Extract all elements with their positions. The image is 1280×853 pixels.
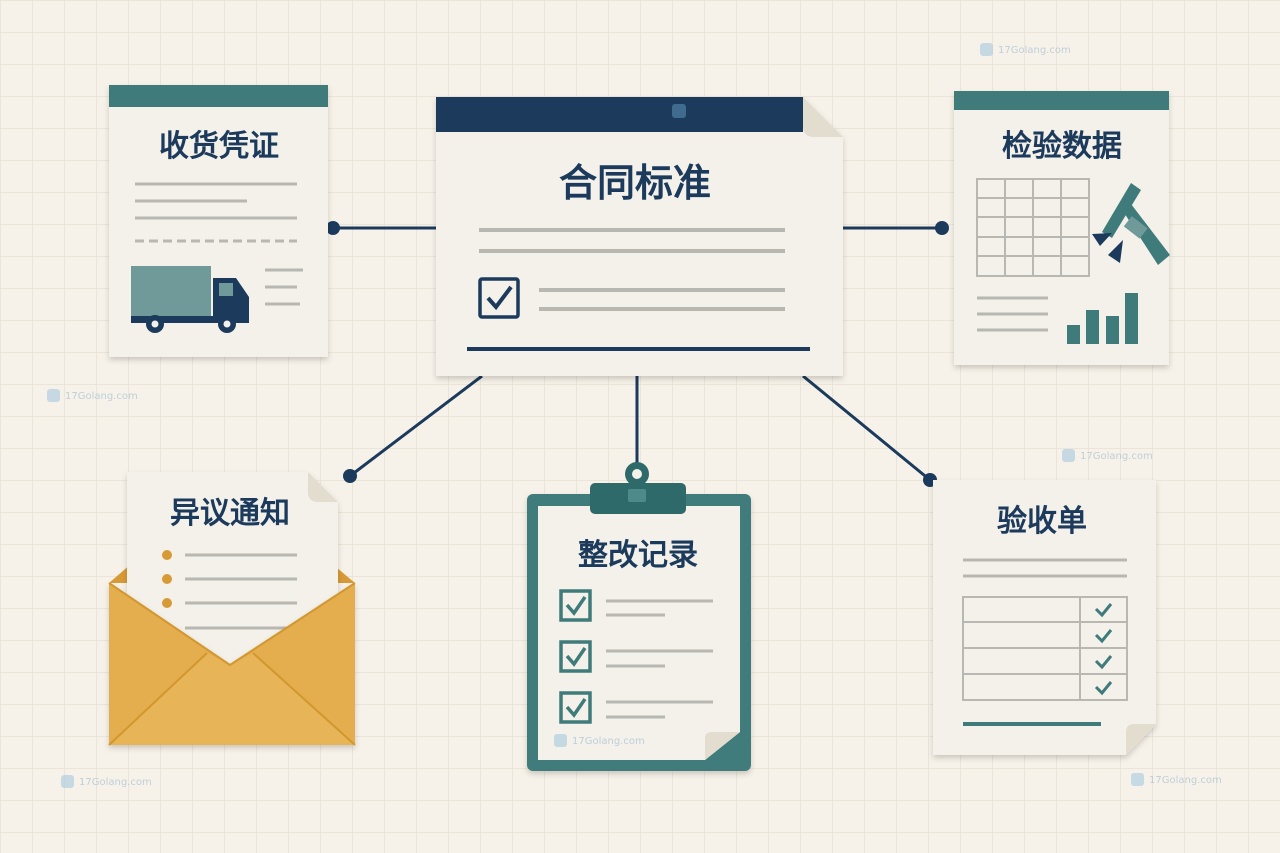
watermark-3: 17Golang.com — [1062, 449, 1153, 462]
caliper-icon — [1092, 183, 1170, 265]
node-inspection-data: 检验数据 — [954, 91, 1170, 365]
objection-letter — [127, 472, 338, 665]
watermark-5: 17Golang.com — [61, 775, 152, 788]
dot-objection — [343, 469, 357, 483]
node-receipt-voucher: 收货凭证 — [109, 85, 328, 357]
connector-dots — [326, 221, 949, 487]
watermarks: 17Golang.com 17Golang.com 17Golang.com 1… — [47, 43, 1222, 788]
truck-icon — [131, 266, 249, 333]
watermark-1: 17Golang.com — [980, 43, 1071, 56]
watermark-6: 17Golang.com — [1131, 773, 1222, 786]
connectors — [333, 226, 942, 482]
node-contract-standard: 合同标准 — [436, 97, 843, 376]
watermark-text-2: 17Golang.com — [65, 391, 138, 402]
center-card-title: 合同标准 — [559, 161, 711, 205]
acceptance-checkmarks — [1094, 603, 1113, 696]
bar-chart-icon — [1067, 293, 1138, 344]
objection-card-title: 异议通知 — [170, 496, 290, 531]
inspection-table — [976, 178, 1090, 277]
center-card-badge — [672, 104, 686, 118]
receipt-card-header — [109, 85, 328, 107]
watermark-4: 17Golang.com — [554, 734, 645, 747]
envelope-icon — [108, 582, 356, 746]
watermark-text-4: 17Golang.com — [572, 736, 645, 747]
checkmark-icon — [486, 285, 513, 311]
watermark-text-5: 17Golang.com — [79, 777, 152, 788]
center-card-fold — [803, 97, 843, 137]
center-card-header — [436, 97, 803, 132]
node-objection-notice: 异议通知 — [108, 472, 356, 746]
acceptance-card — [933, 480, 1156, 755]
inspection-card-title: 检验数据 — [1002, 129, 1122, 164]
receipt-card-title: 收货凭证 — [159, 129, 279, 164]
dot-inspection — [935, 221, 949, 235]
watermark-text-6: 17Golang.com — [1149, 775, 1222, 786]
inspection-card-header — [954, 91, 1169, 110]
acceptance-card-title: 验收单 — [997, 504, 1087, 539]
watermark-text-3: 17Golang.com — [1080, 451, 1153, 462]
node-acceptance-form: 验收单 — [933, 480, 1156, 755]
connector-acceptance — [802, 374, 931, 482]
acceptance-table — [962, 596, 1128, 701]
watermark-2: 17Golang.com — [47, 389, 138, 402]
center-card — [436, 97, 843, 376]
connector-objection — [349, 374, 483, 478]
watermark-text-1: 17Golang.com — [998, 45, 1071, 56]
rectification-checklist — [559, 589, 713, 724]
dot-receipt — [326, 221, 340, 235]
checkbox-icon — [478, 277, 520, 319]
rectification-card-title: 整改记录 — [578, 538, 698, 573]
node-rectification-record: 整改记录 — [527, 462, 751, 771]
